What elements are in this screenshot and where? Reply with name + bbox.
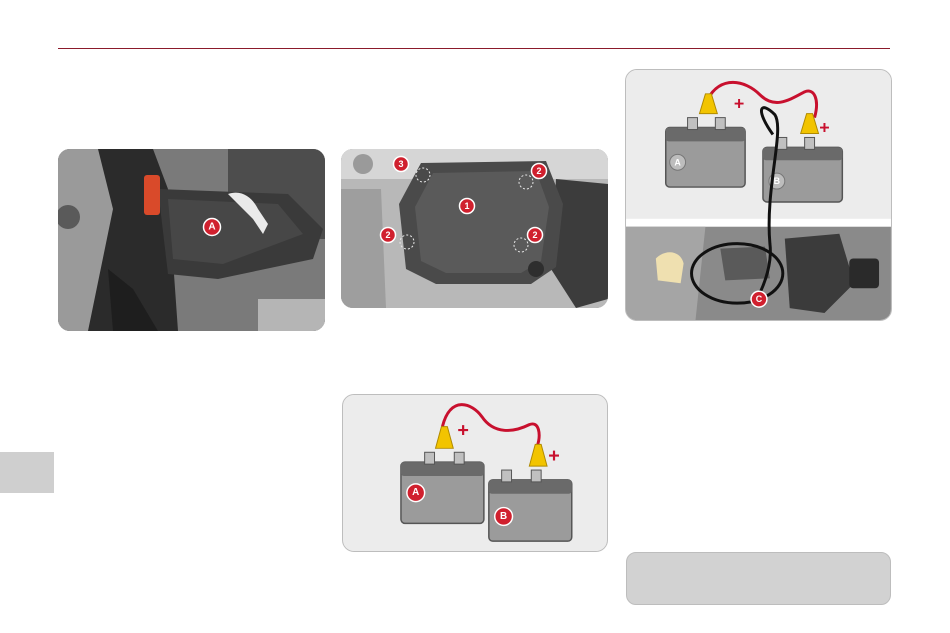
callout-1-marker: 1 — [460, 199, 475, 214]
note-box — [626, 552, 891, 605]
jump-start-earth-illustration: A B + + C — [626, 70, 891, 320]
svg-text:2: 2 — [536, 166, 541, 176]
svg-text:2: 2 — [385, 230, 390, 240]
callout-a-marker: A — [204, 219, 221, 236]
callout-3-marker: 3 — [394, 157, 409, 172]
plus-sign-b: + — [819, 118, 829, 138]
svg-text:3: 3 — [398, 159, 403, 169]
callout-2-left-marker: 2 — [381, 228, 396, 243]
svg-text:1: 1 — [464, 201, 469, 211]
battery-a: A — [666, 118, 745, 187]
battery-a: A — [401, 452, 484, 523]
engine-cover-photo: 3 2 1 2 2 — [341, 149, 608, 308]
svg-text:C: C — [756, 294, 763, 304]
svg-text:A: A — [674, 157, 681, 167]
callout-c-marker: C — [751, 291, 767, 307]
battery-b: B — [489, 470, 572, 541]
battery-cover-illustration: A — [58, 149, 325, 331]
svg-text:B: B — [774, 176, 781, 186]
plus-sign-a: + — [734, 94, 744, 114]
svg-text:B: B — [500, 511, 507, 522]
jump-start-batteries-diagram: A B + + — [342, 394, 608, 552]
header-rule — [58, 48, 890, 49]
svg-text:2: 2 — [532, 230, 537, 240]
jump-start-earth-diagram: A B + + C — [625, 69, 892, 321]
plus-sign-b: + — [548, 445, 560, 467]
callout-2-right-marker: 2 — [528, 228, 543, 243]
chapter-side-tab — [0, 452, 54, 493]
engine-cover-illustration: 3 2 1 2 2 — [341, 149, 608, 308]
svg-text:A: A — [208, 222, 215, 233]
callout-2-top-marker: 2 — [532, 164, 547, 179]
jump-start-batteries-illustration: A B + + — [343, 395, 607, 551]
battery-cover-photo: A — [58, 149, 325, 331]
plus-sign-a: + — [457, 420, 469, 442]
svg-text:A: A — [412, 487, 419, 498]
